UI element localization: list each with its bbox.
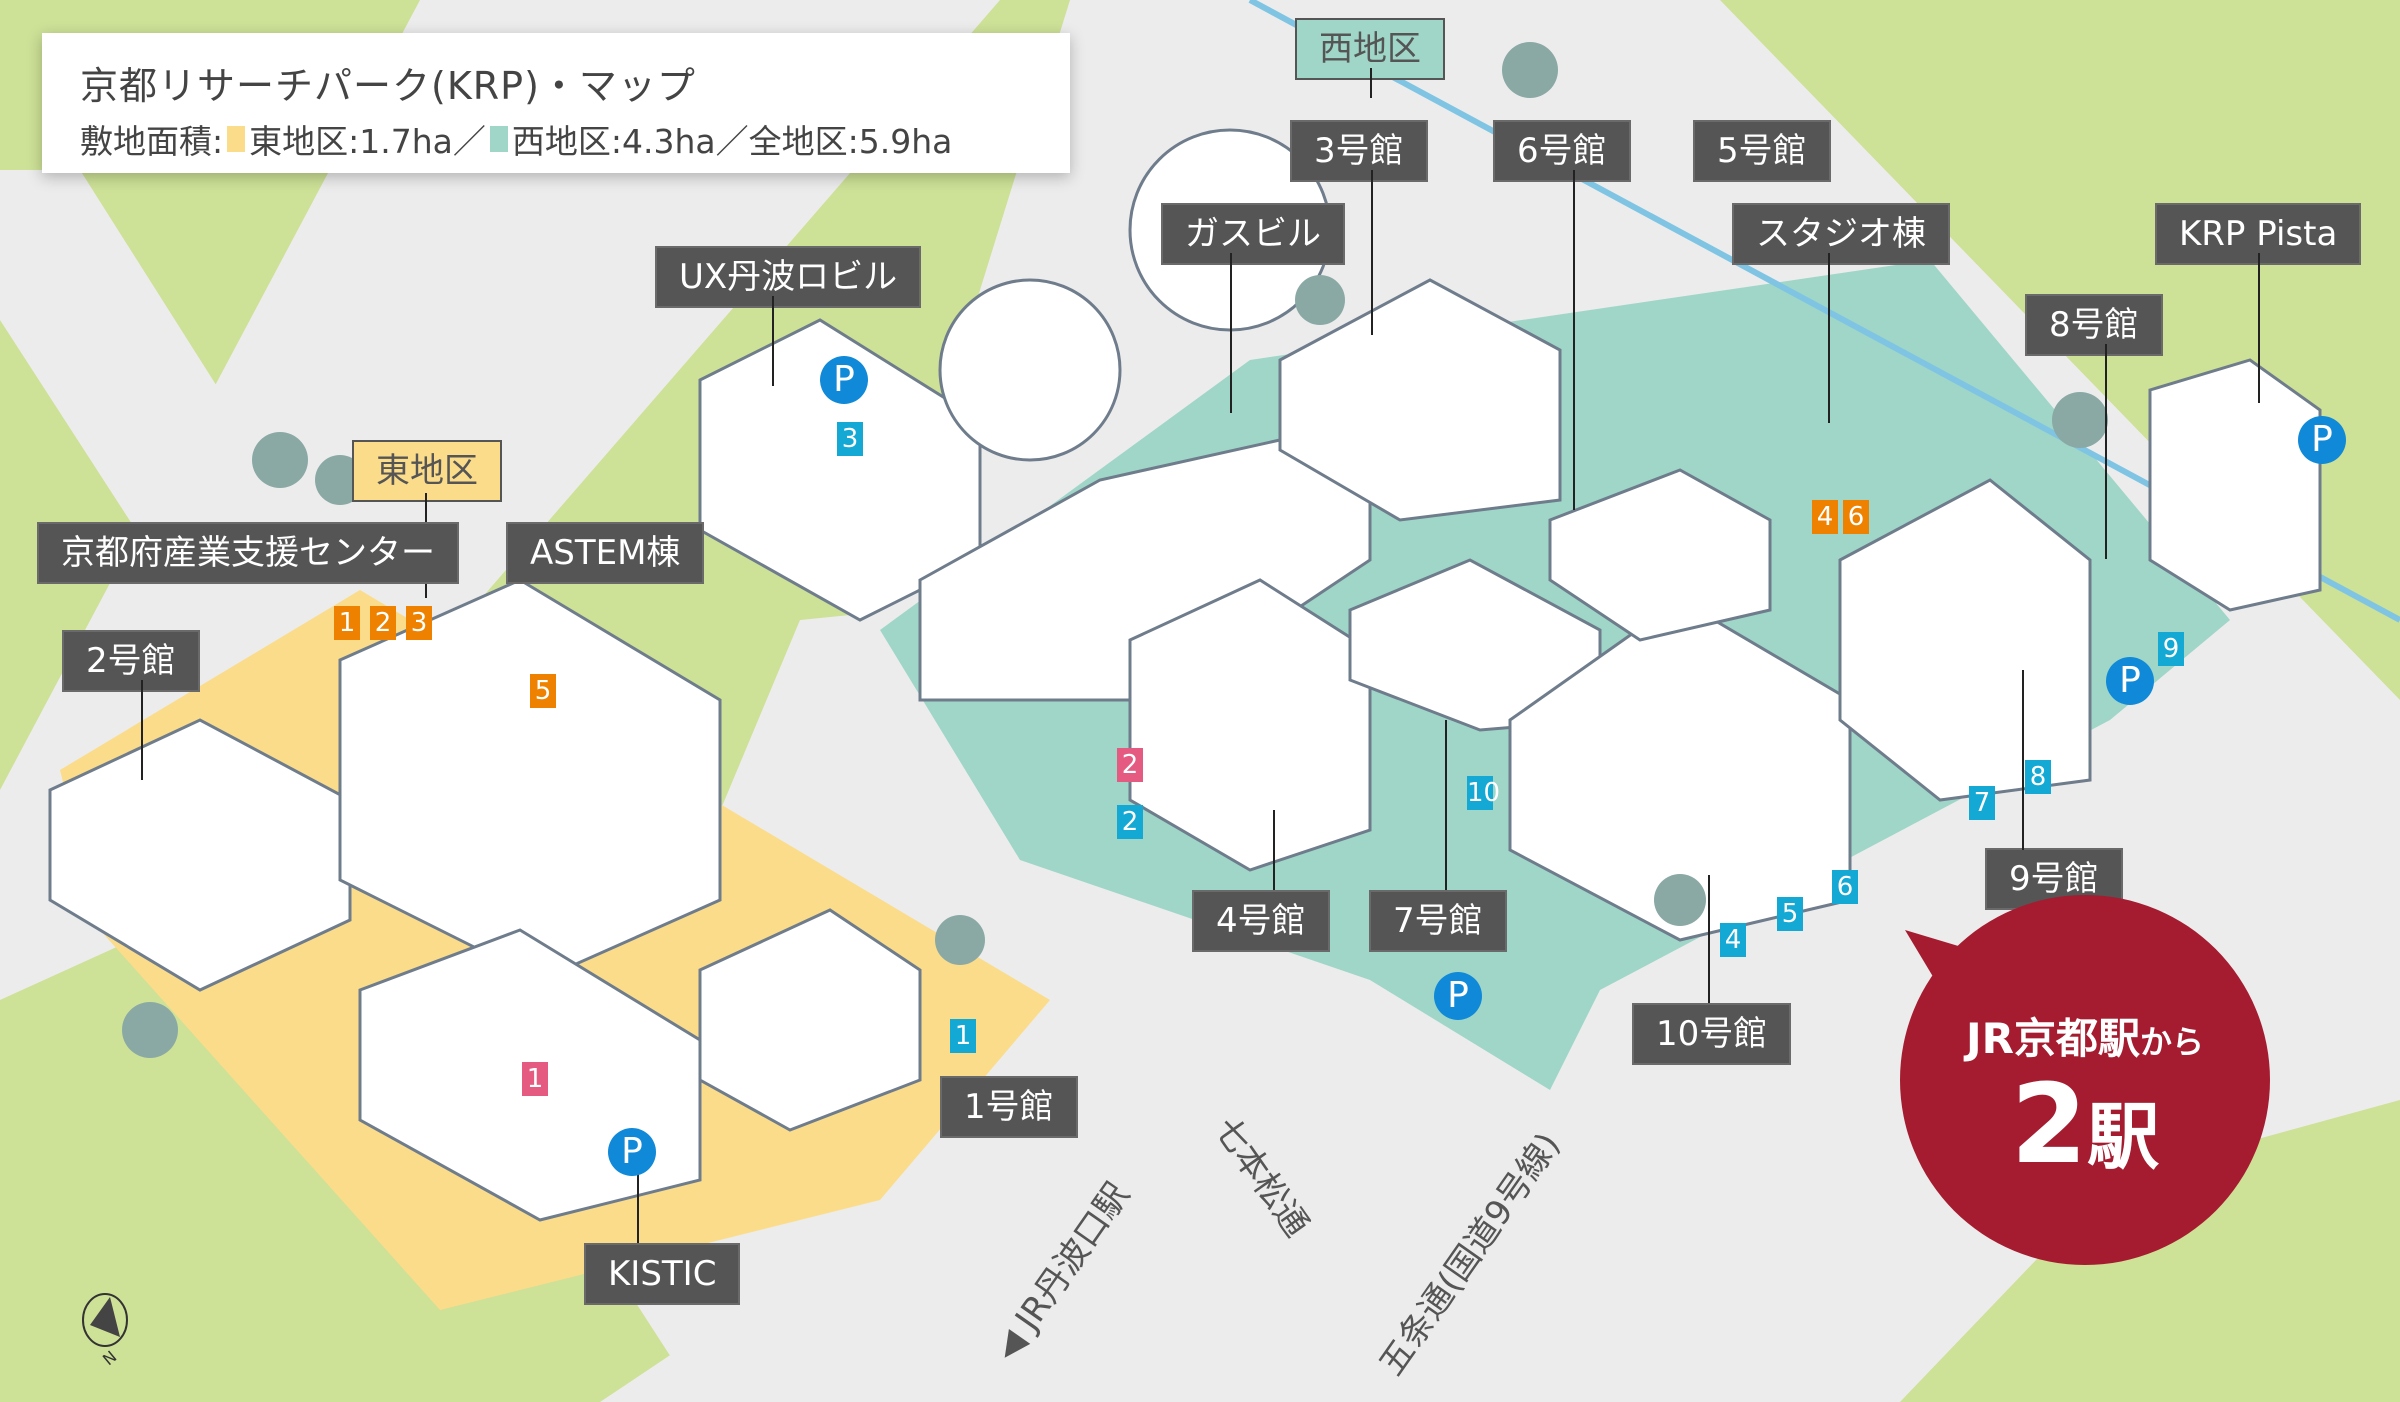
leader-line — [1708, 875, 1710, 1003]
parking-icon[interactable]: P — [2106, 657, 2154, 705]
orange-marker: 1 — [334, 606, 360, 640]
leader-line — [1828, 253, 1830, 423]
cyan-marker: 10 — [1467, 776, 1501, 810]
label-bldg-4[interactable]: 4号館 — [1192, 890, 1330, 952]
orange-marker: 3 — [406, 606, 432, 640]
cyan-marker: 2 — [1117, 805, 1143, 839]
label-bldg-2[interactable]: 2号館 — [62, 630, 200, 692]
cyan-marker: 4 — [1720, 923, 1746, 957]
leader-line — [2022, 670, 2024, 850]
leader-line — [1573, 170, 1575, 510]
cyan-marker: 9 — [2158, 632, 2184, 666]
leader-line — [1370, 68, 1372, 98]
total-area-label: 全地区:5.9ha — [748, 122, 953, 161]
leader-line — [2105, 344, 2107, 559]
label-bldg-7[interactable]: 7号館 — [1369, 890, 1507, 952]
orange-marker: 2 — [370, 606, 396, 640]
orange-marker: 6 — [1843, 500, 1869, 534]
buildings-shapes — [48, 128, 2322, 1222]
label-ux-tambaguchi[interactable]: UX丹波ロビル — [655, 246, 922, 308]
label-bldg-6[interactable]: 6号館 — [1493, 120, 1631, 182]
pink-marker: 1 — [522, 1062, 548, 1096]
label-bldg-1[interactable]: 1号館 — [940, 1076, 1078, 1138]
label-gas-bldg[interactable]: ガスビル — [1161, 203, 1345, 265]
area-prefix: 敷地面積: — [80, 122, 224, 161]
label-bldg-9[interactable]: 9号館 — [1985, 848, 2123, 910]
pink-marker: 2 — [1117, 748, 1143, 782]
orange-marker: 4 — [1812, 500, 1838, 534]
label-kistic[interactable]: KISTIC — [584, 1243, 741, 1305]
west-area-label: 西地区:4.3ha／ — [511, 122, 749, 161]
leader-line — [637, 1150, 639, 1243]
cyan-marker: 5 — [1777, 897, 1803, 931]
east-district-tag: 東地区 — [352, 440, 502, 502]
east-swatch — [227, 126, 246, 152]
callout-line1: JR京都駅から — [1966, 1014, 2204, 1063]
cyan-marker: 3 — [837, 422, 863, 456]
leader-line — [1273, 810, 1275, 890]
cyan-marker: 6 — [1832, 870, 1858, 904]
map-title: 京都リサーチパーク(KRP)・マップ — [80, 64, 696, 108]
area-info: 敷地面積: 東地区:1.7ha／ 西地区:4.3ha／ 全地区:5.9ha — [80, 115, 952, 163]
label-bldg-3[interactable]: 3号館 — [1290, 120, 1428, 182]
parking-icon[interactable]: P — [1434, 972, 1482, 1020]
cyan-marker: 1 — [950, 1019, 976, 1053]
cyan-marker: 7 — [1969, 786, 1995, 820]
leader-line — [772, 296, 774, 386]
parking-icon[interactable]: P — [2298, 416, 2346, 464]
label-bldg-10[interactable]: 10号館 — [1632, 1003, 1792, 1065]
label-bldg-5[interactable]: 5号館 — [1693, 120, 1831, 182]
east-area-label: 東地区:1.7ha／ — [249, 122, 486, 161]
callout-line2: 2駅 — [2010, 1060, 2160, 1188]
leader-line — [1445, 720, 1447, 890]
label-studio[interactable]: スタジオ棟 — [1732, 203, 1950, 265]
trees — [122, 42, 2108, 1058]
west-swatch — [489, 126, 508, 152]
label-kyoto-industry-center[interactable]: 京都府産業支援センター — [37, 522, 459, 584]
parking-icon[interactable]: P — [820, 356, 868, 404]
legend-box: 京都リサーチパーク(KRP)・マップ 敷地面積: 東地区:1.7ha／ 西地区:… — [42, 33, 1070, 173]
label-bldg-8[interactable]: 8号館 — [2025, 294, 2163, 356]
leader-line — [141, 680, 143, 780]
parking-icon[interactable]: P — [608, 1128, 656, 1176]
label-astem[interactable]: ASTEM棟 — [506, 522, 705, 584]
jr-kyoto-callout: JR京都駅から 2駅 — [1900, 895, 2270, 1265]
leader-line — [2258, 253, 2260, 403]
orange-marker: 5 — [530, 674, 556, 708]
leader-line — [1230, 253, 1232, 413]
leader-line — [1371, 170, 1373, 335]
cyan-marker: 8 — [2025, 760, 2051, 794]
compass-icon: N — [70, 1285, 140, 1379]
svg-text:N: N — [99, 1347, 120, 1369]
